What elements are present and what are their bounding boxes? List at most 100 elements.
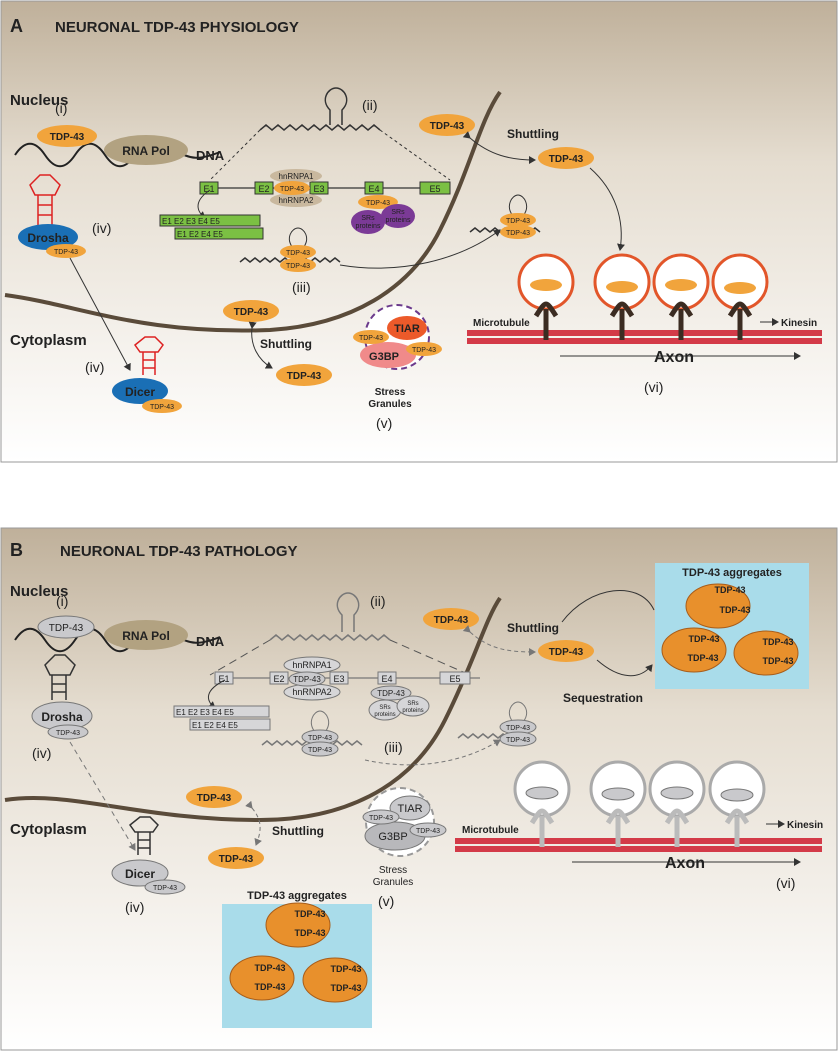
stress-granules-label: Granules bbox=[373, 877, 414, 888]
svg-text:E2: E2 bbox=[273, 674, 284, 684]
svg-text:TDP-43: TDP-43 bbox=[293, 675, 321, 684]
dna-label: DNA bbox=[196, 148, 225, 163]
svg-text:TDP-43: TDP-43 bbox=[506, 725, 530, 732]
mrna-isoforms: E1 E2 E3 E4 E5 E1 E2 E4 E5 bbox=[159, 214, 264, 240]
stress-granule: TIAR G3BP TDP-43 TDP-43 bbox=[353, 304, 442, 370]
shuttling-label: Shuttling bbox=[507, 621, 559, 635]
hnrnpa1-label: hnRNPA1 bbox=[279, 172, 315, 181]
label-i: (i) bbox=[56, 593, 68, 609]
tdp43-protein bbox=[37, 125, 97, 147]
exon-boxes-b: E1 E2 E3 E4 E5 bbox=[214, 671, 471, 685]
panel-b-title: NEURONAL TDP-43 PATHOLOGY bbox=[60, 543, 298, 560]
svg-text:TDP-43: TDP-43 bbox=[286, 250, 310, 257]
tiar-label: TIAR bbox=[394, 323, 420, 335]
drosha bbox=[18, 224, 78, 250]
svg-text:E5: E5 bbox=[449, 674, 460, 684]
tdp43-protein-grey bbox=[288, 671, 326, 687]
svg-text:TDP-43: TDP-43 bbox=[416, 828, 440, 835]
aggregates-label: TDP-43 aggregates bbox=[682, 567, 782, 579]
sequestration-arrow bbox=[596, 659, 653, 677]
svg-text:E1 E2 E4 E5: E1 E2 E4 E5 bbox=[177, 230, 223, 239]
tdp43-protein bbox=[223, 300, 279, 322]
cytoplasm-label: Cytoplasm bbox=[10, 821, 87, 838]
panel-a: A NEURONAL TDP-43 PHYSIOLOGY Nucleus Cyt… bbox=[0, 0, 838, 463]
svg-text:SRs: SRs bbox=[407, 701, 418, 707]
inhibition-arc bbox=[561, 590, 655, 623]
exon-boxes-a: E1 E2 E3 E4 E5 bbox=[199, 181, 451, 195]
tdp43-protein bbox=[358, 195, 398, 209]
svg-text:TDP-43: TDP-43 bbox=[56, 730, 80, 737]
shuttling-arrow bbox=[462, 131, 536, 164]
shuttling-label: Shuttling bbox=[272, 824, 324, 838]
axon-label: Axon bbox=[665, 855, 705, 872]
svg-text:TDP-43: TDP-43 bbox=[506, 218, 530, 225]
drosha-label: Drosha bbox=[41, 710, 83, 724]
stress-granules-label: Stress bbox=[375, 387, 406, 398]
sequestration-label: Sequestration bbox=[563, 691, 643, 705]
pre-mrna bbox=[259, 124, 381, 131]
dicer bbox=[111, 859, 169, 887]
pre-mrna bbox=[269, 634, 391, 641]
shuttling-arrow bbox=[462, 625, 536, 656]
svg-text:TDP-43: TDP-43 bbox=[549, 647, 584, 658]
label-iv: (iv) bbox=[85, 359, 104, 375]
svg-text:TDP-43: TDP-43 bbox=[506, 230, 530, 237]
tdp43-protein bbox=[500, 213, 536, 227]
rna-hairpin bbox=[508, 701, 528, 723]
svg-text:TDP-43: TDP-43 bbox=[294, 909, 325, 919]
svg-text:TDP-43: TDP-43 bbox=[234, 307, 269, 318]
aggregates-box-nuclear: TDP-43 aggregates TDP-43 TDP-43 TDP-43 T… bbox=[655, 563, 809, 689]
svg-text:TDP-43: TDP-43 bbox=[308, 735, 332, 742]
tdp43-protein bbox=[274, 181, 310, 195]
sr-proteins: SRs proteins SRs proteins bbox=[368, 695, 430, 721]
stress-granule: TIAR G3BP TDP-43 TDP-43 bbox=[362, 787, 447, 857]
stress-granules-label: Granules bbox=[368, 399, 412, 410]
label-iv: (iv) bbox=[32, 745, 51, 761]
mrna-isoforms: E1 E2 E3 E4 E5 E1 E2 E4 E5 bbox=[173, 705, 271, 731]
rnp-granules bbox=[513, 760, 766, 847]
svg-text:TDP-43: TDP-43 bbox=[714, 585, 745, 595]
axon-label: Axon bbox=[654, 349, 694, 366]
svg-text:TDP-43: TDP-43 bbox=[434, 615, 469, 626]
tdp43-protein bbox=[186, 786, 242, 808]
svg-text:E5: E5 bbox=[429, 184, 440, 194]
microtubule-label: Microtubule bbox=[462, 825, 519, 836]
svg-text:proteins: proteins bbox=[402, 708, 423, 714]
rna-pol-label: RNA Pol bbox=[122, 629, 170, 643]
svg-text:E1 E2 E4 E5: E1 E2 E4 E5 bbox=[192, 721, 238, 730]
svg-text:SRs: SRs bbox=[379, 705, 390, 711]
svg-text:TDP-43: TDP-43 bbox=[506, 737, 530, 744]
svg-text:E4: E4 bbox=[381, 674, 392, 684]
svg-text:TDP-43: TDP-43 bbox=[254, 982, 285, 992]
tdp43-protein-grey bbox=[499, 731, 537, 747]
panel-a-letter: A bbox=[10, 16, 23, 36]
dicer-label: Dicer bbox=[125, 867, 155, 881]
label-v: (v) bbox=[378, 893, 394, 909]
label-i: (i) bbox=[55, 100, 67, 116]
label-iii: (iii) bbox=[384, 739, 403, 755]
pre-mirna-hairpin bbox=[133, 336, 164, 375]
svg-text:TDP-43: TDP-43 bbox=[150, 404, 174, 411]
hnrnpa2-label: hnRNPA2 bbox=[279, 196, 315, 205]
svg-text:TDP-43: TDP-43 bbox=[687, 653, 718, 663]
tdp43-protein bbox=[280, 245, 316, 259]
tdp43-protein bbox=[280, 258, 316, 272]
svg-text:E1 E2 E3 E4 E5: E1 E2 E3 E4 E5 bbox=[176, 708, 234, 717]
kinesin-label: Kinesin bbox=[781, 318, 817, 329]
rna-pol bbox=[104, 135, 188, 165]
label-ii: (ii) bbox=[362, 97, 378, 113]
svg-text:hnRNPA2: hnRNPA2 bbox=[292, 687, 331, 697]
hnrnpa2 bbox=[270, 193, 322, 207]
dicer bbox=[112, 378, 168, 404]
svg-text:TDP-43: TDP-43 bbox=[762, 637, 793, 647]
tdp43-protein bbox=[500, 225, 536, 239]
tdp43-protein bbox=[419, 114, 475, 136]
microtubule bbox=[455, 838, 822, 852]
tdp43-protein bbox=[276, 364, 332, 386]
kinesin-label: Kinesin bbox=[787, 820, 823, 831]
svg-text:TDP-43: TDP-43 bbox=[359, 335, 383, 342]
transport-arrow bbox=[589, 167, 625, 251]
tdp43-protein bbox=[208, 847, 264, 869]
svg-text:TDP-43: TDP-43 bbox=[366, 200, 390, 207]
microtubule bbox=[467, 330, 822, 344]
